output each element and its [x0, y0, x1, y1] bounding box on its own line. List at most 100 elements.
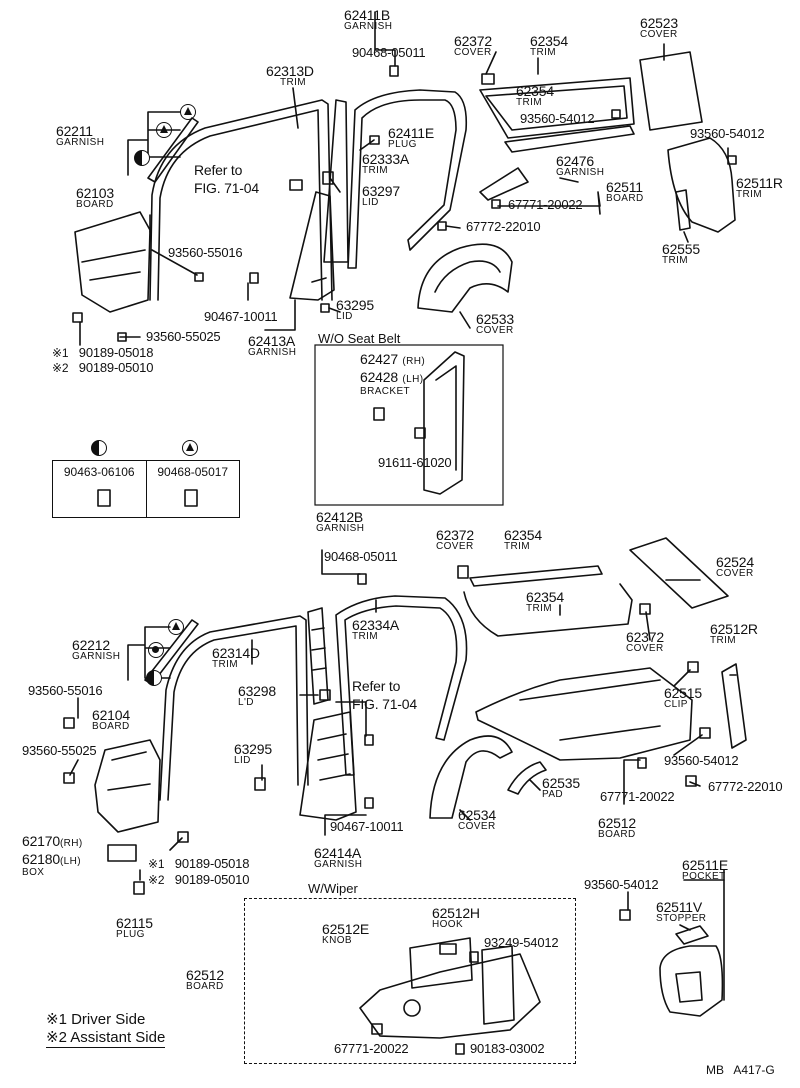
- part-number: 62512R: [710, 621, 758, 637]
- part-label-63298: 63298 L'D: [238, 684, 276, 708]
- part-name: COVER: [458, 821, 496, 832]
- circle-clip-icon: [148, 642, 164, 658]
- trim-62354-drawing: [479, 77, 635, 139]
- part-number: 62511E: [682, 857, 729, 873]
- part-suffix: (RH): [59, 838, 83, 849]
- part-name: TRIM: [662, 255, 689, 266]
- part-label-62313d: 62313D TRIM: [266, 64, 314, 88]
- part-number: 90183-03002: [470, 1041, 545, 1056]
- part-label-62412b: 62412B GARNISH: [316, 510, 364, 534]
- legend-text: Assistant Side: [70, 1029, 166, 1046]
- part-suffix: (LH): [402, 374, 424, 385]
- note-code: 90189-05010: [78, 360, 154, 375]
- part-suffix: (RH): [402, 356, 426, 367]
- box-62170-drawing: [107, 844, 137, 862]
- part-name: CLIP: [664, 699, 688, 710]
- part-number: 62512: [186, 967, 224, 983]
- part-label-62414a: 62414A GARNISH: [314, 846, 362, 870]
- part-name: KNOB: [322, 935, 352, 946]
- part-number: 93560-54012: [584, 877, 659, 892]
- part-name: COVER: [454, 47, 492, 58]
- part-name: LID: [336, 311, 353, 322]
- part-number: 62411E: [388, 125, 435, 141]
- note-code: 90189-05018: [174, 856, 250, 871]
- part-number: 62533: [476, 311, 514, 327]
- part-label-62212: 62212 GARNISH: [72, 638, 120, 662]
- part-name: PLUG: [116, 929, 145, 940]
- pocket-62511e-drawing: [659, 945, 724, 1017]
- part-label-62512e: 62512E KNOB: [322, 922, 369, 946]
- note-driver-side-bottom: ※1 90189-05018: [148, 856, 249, 872]
- board-62104-drawing: [94, 739, 161, 833]
- part-number: 62314D: [212, 645, 260, 661]
- part-label-62512-board: 62512 BOARD: [598, 816, 636, 840]
- part-number: 67771-20022: [508, 197, 583, 212]
- part-label-62512-wiper: 62512 BOARD: [186, 968, 224, 992]
- part-label-62476: 62476 GARNISH: [556, 154, 604, 178]
- part-number: 62511: [606, 179, 643, 195]
- part-name: BOX: [22, 867, 45, 878]
- part-label-90467-10011-top: 90467-10011: [204, 310, 278, 323]
- refer-text: Refer to: [352, 678, 401, 694]
- part-number: 62515: [664, 685, 702, 701]
- part-name: BOARD: [92, 721, 130, 732]
- part-label-62104: 62104 BOARD: [92, 708, 130, 732]
- part-name: GARNISH: [248, 347, 297, 358]
- part-number: 62334A: [352, 617, 400, 633]
- trim-62354-lower-drawing: [469, 565, 603, 587]
- part-name: STOPPER: [656, 913, 707, 924]
- part-name: TRIM: [526, 603, 553, 614]
- cover-62534-drawing: [429, 735, 513, 819]
- half-circle-clip-icon: [146, 670, 162, 686]
- part-label-63295-bottom: 63295 LID: [234, 742, 272, 766]
- cover-62533-drawing: [417, 243, 513, 313]
- trim-62512r-drawing: [721, 663, 747, 749]
- part-name: TRIM: [530, 47, 557, 58]
- part-label-67771-20022-bottom: 67771-20022: [600, 790, 675, 803]
- part-label-62524: 62524 COVER: [716, 555, 754, 579]
- part-label-62372-bottom-a: 62372 COVER: [436, 528, 474, 552]
- refer-text: Refer to: [194, 162, 243, 178]
- part-label-91611-61020: 91611-61020: [378, 456, 452, 469]
- half-circle-clip-icon: [91, 440, 107, 456]
- part-number: 93560-55016: [168, 245, 243, 260]
- part-label-62428: 62428 (LH) BRACKET: [360, 370, 423, 397]
- part-name: COVER: [476, 325, 514, 336]
- clip-code: 90463-06106: [63, 465, 135, 479]
- part-number: 62476: [556, 153, 594, 169]
- part-label-62354-bottom-b: 62354 TRIM: [526, 590, 564, 614]
- part-label-90467-10011-bottom: 90467-10011: [330, 819, 404, 834]
- part-label-62354-top: 62354 TRIM: [530, 34, 568, 58]
- part-name: TRIM: [362, 165, 389, 176]
- part-number: 90467-10011: [330, 819, 404, 834]
- part-name: COVER: [436, 541, 474, 552]
- part-name: LID: [362, 197, 379, 208]
- part-name: BOARD: [186, 981, 224, 992]
- note-mark: ※2: [148, 873, 165, 887]
- part-number: 67772-22010: [466, 219, 541, 234]
- part-name: PLUG: [388, 139, 417, 150]
- note-mark: ※2: [52, 361, 69, 375]
- triangle-clip-icon: [156, 122, 172, 138]
- part-name: POCKET: [682, 871, 726, 882]
- part-number: 62354: [530, 33, 568, 49]
- part-label-62511e: 62511E POCKET: [682, 858, 728, 882]
- garnish-62211-drawing: [147, 117, 199, 183]
- part-name: GARNISH: [316, 523, 365, 534]
- part-label-63297: 63297 LID: [362, 184, 400, 208]
- part-label-62411b: 62411B GARNISH: [344, 8, 392, 32]
- part-label-62103: 62103 BOARD: [76, 186, 114, 210]
- part-number: 62511V: [656, 899, 703, 915]
- part-number: 62104: [92, 707, 130, 723]
- trim-62334a-drawing: [335, 595, 468, 776]
- seatbelt-box-title: W/O Seat Belt: [318, 331, 401, 346]
- part-label-62511r: 62511R TRIM: [736, 176, 783, 200]
- part-name: COVER: [716, 568, 754, 579]
- part-label-62515: 62515 CLIP: [664, 686, 702, 710]
- cover-62523-drawing: [639, 51, 703, 131]
- board-62511-drawing: [479, 167, 529, 201]
- part-number: 63298: [238, 683, 276, 699]
- part-number: 62413A: [248, 333, 296, 349]
- part-number: 67771-20022: [334, 1041, 409, 1056]
